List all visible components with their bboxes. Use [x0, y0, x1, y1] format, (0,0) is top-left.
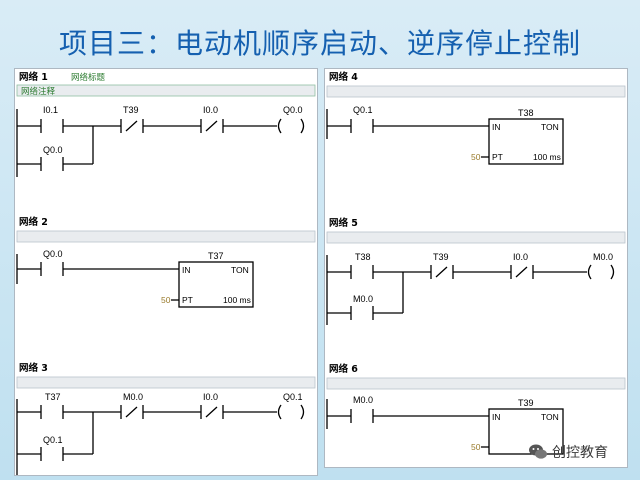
timer-name: T37	[208, 251, 224, 261]
network-3-comment-bar[interactable]	[16, 376, 316, 389]
contact-label: T37	[45, 392, 61, 402]
network-1-header: 网络 1	[19, 71, 48, 83]
timer-pt-value: 50	[471, 442, 481, 452]
network-2-comment-bar[interactable]	[16, 230, 316, 243]
network-3-header: 网络 3	[19, 362, 48, 374]
network-4-comment-bar[interactable]	[326, 85, 626, 98]
timer-ton: TON	[231, 265, 249, 275]
contact-label: T39	[433, 252, 449, 262]
watermark: 创控教育	[528, 440, 628, 464]
timer-pt: PT	[492, 152, 503, 162]
timer-unit: 100 ms	[533, 152, 561, 162]
contact-label: M0.0	[353, 294, 373, 304]
contact-label: M0.0	[123, 392, 143, 402]
timer-ton: TON	[541, 412, 559, 422]
contact-label: T38	[355, 252, 371, 262]
network-4-header: 网络 4	[329, 71, 358, 83]
network-5-header: 网络 5	[329, 217, 358, 229]
network-1-title-tag: 网络标题	[71, 72, 106, 83]
timer-in: IN	[492, 412, 501, 422]
contact-label: M0.0	[353, 395, 373, 405]
ladder-diagram-left: 网络 1 网络标题 网络注释 I0.1 T39 I0.0 Q0.0 Q0.0 网…	[16, 71, 316, 475]
page-title: 项目三：电动机顺序启动、逆序停止控制	[58, 27, 581, 60]
network-6-comment-bar[interactable]	[326, 377, 626, 390]
contact-label: I0.1	[43, 105, 58, 115]
coil-label: M0.0	[593, 252, 613, 262]
contact-label: I0.0	[513, 252, 528, 262]
timer-name: T39	[518, 398, 534, 408]
contact-label: Q0.0	[43, 145, 63, 155]
watermark-text: 创控教育	[552, 445, 608, 461]
network-2-header: 网络 2	[19, 216, 48, 228]
timer-pt-value: 50	[161, 295, 171, 305]
network-1-comment-tag: 网络注释	[21, 86, 56, 97]
contact-label: Q0.1	[43, 435, 63, 445]
contact-label: I0.0	[203, 105, 218, 115]
contact-label: I0.0	[203, 392, 218, 402]
contact-label: Q0.0	[43, 249, 63, 259]
network-6-header: 网络 6	[329, 363, 358, 375]
contact-label: T39	[123, 105, 139, 115]
ladder-panel-left: 网络 1 网络标题 网络注释 I0.1 T39 I0.0 Q0.0 Q0.0 网…	[14, 68, 318, 476]
timer-pt-value: 50	[471, 152, 481, 162]
timer-in: IN	[182, 265, 191, 275]
wechat-icon	[529, 444, 547, 459]
timer-in: IN	[492, 122, 501, 132]
network-5-comment-bar[interactable]	[326, 231, 626, 244]
coil-label: Q0.0	[283, 105, 303, 115]
timer-ton: TON	[541, 122, 559, 132]
coil-label: Q0.1	[283, 392, 303, 402]
timer-unit: 100 ms	[223, 295, 251, 305]
timer-name: T38	[518, 108, 534, 118]
network-1-comment-bar[interactable]	[16, 84, 316, 97]
contact-label: Q0.1	[353, 105, 373, 115]
ladder-panel-right: 网络 4 Q0.1 T38 IN TON PT 50 100 ms 网络 5	[324, 68, 628, 468]
ladder-diagram-right: 网络 4 Q0.1 T38 IN TON PT 50 100 ms 网络 5	[326, 71, 626, 455]
timer-pt: PT	[182, 295, 193, 305]
